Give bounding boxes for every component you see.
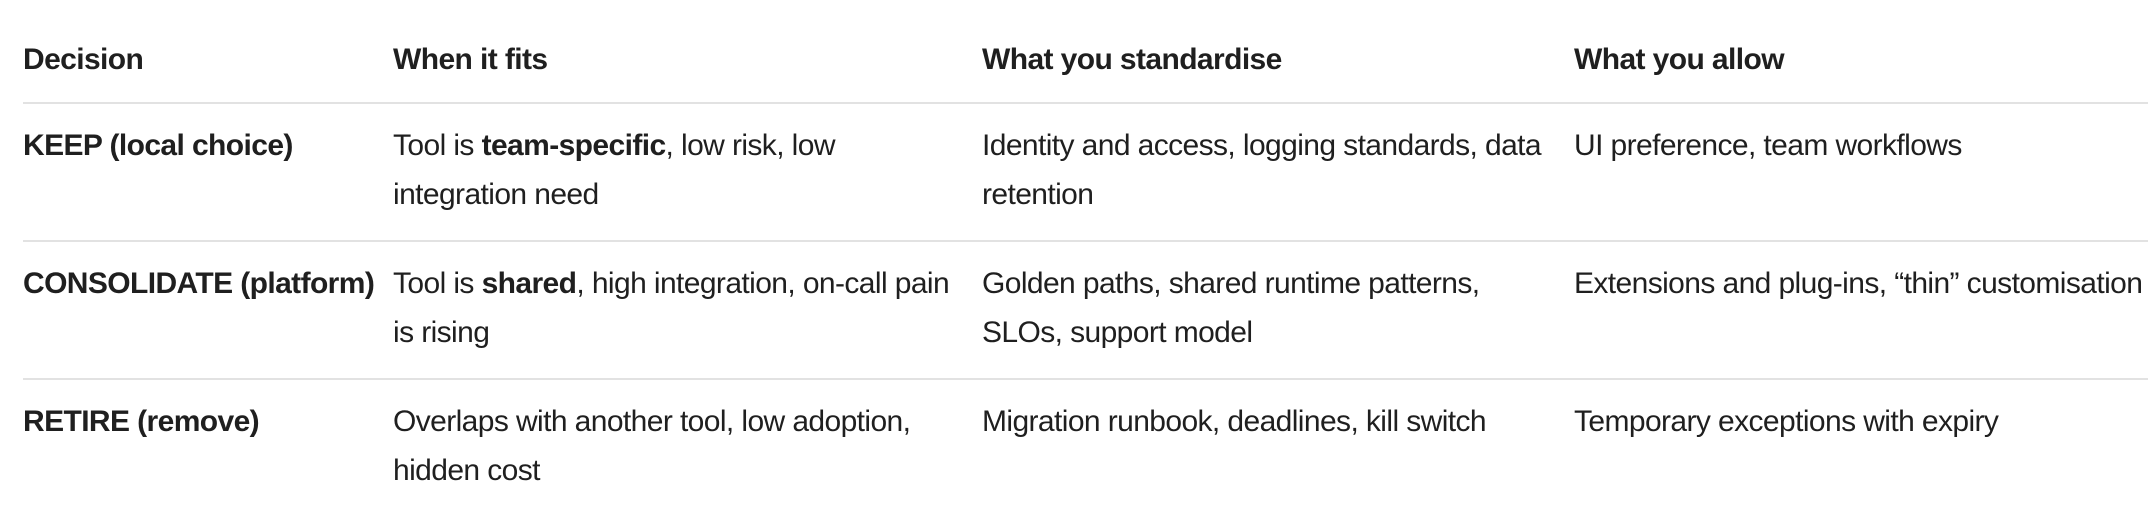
decision-cell: RETIRE (remove): [23, 380, 393, 516]
header-decision: Decision: [23, 43, 144, 76]
table-row-consolidate: CONSOLIDATE (platform) Tool is shared, h…: [23, 240, 2148, 378]
fit-text-bold: shared: [481, 267, 577, 300]
decision-label: KEEP (local choice): [23, 129, 293, 162]
fit-cell: Tool is team-specific, low risk, low int…: [393, 104, 982, 240]
table-row-retire: RETIRE (remove) Overlaps with another to…: [23, 378, 2148, 516]
allow-cell: Extensions and plug-ins, “thin” customis…: [1574, 242, 2148, 378]
allow-cell: Temporary exceptions with expiry: [1574, 380, 2148, 516]
decision-label: CONSOLIDATE (platform): [23, 267, 375, 300]
table-row-keep: KEEP (local choice) Tool is team-specifi…: [23, 102, 2148, 240]
standardise-line-1: Migration runbook, deadlines, kill switc…: [982, 405, 1487, 438]
table-header-row: Decision When it fits What you standardi…: [23, 0, 2148, 102]
fit-cell: Overlaps with another tool, low adoption…: [393, 380, 982, 516]
fit-line-1: Overlaps with another tool, low adoption…: [393, 397, 982, 446]
decision-cell: KEEP (local choice): [23, 104, 393, 240]
fit-text-post: , high integration, on-call pain: [576, 267, 950, 300]
fit-text-pre: Tool is: [393, 267, 482, 300]
fit-cell: Tool is shared, high integration, on-cal…: [393, 242, 982, 378]
fit-line-2: integration need: [393, 178, 599, 211]
standardise-cell: Golden paths, shared runtime patterns, S…: [982, 242, 1574, 378]
decision-cell: CONSOLIDATE (platform): [23, 242, 393, 378]
fit-text-post: , low risk, low: [665, 129, 836, 162]
fit-text-pre: Overlaps with another tool, low adoption…: [393, 405, 911, 438]
standardise-cell: Identity and access, logging standards, …: [982, 104, 1574, 240]
fit-text-bold: team-specific: [481, 129, 667, 162]
allow-cell: UI preference, team workflows: [1574, 104, 2148, 240]
decision-label: RETIRE (remove): [23, 405, 260, 438]
decision-table: Decision When it fits What you standardi…: [23, 0, 2148, 516]
allow-text: UI preference, team workflows: [1574, 129, 1962, 162]
standardise-line-2: SLOs, support model: [982, 316, 1253, 349]
fit-line-2: is rising: [393, 316, 490, 349]
header-what-you-allow: What you allow: [1574, 43, 1785, 76]
header-what-you-standardise: What you standardise: [982, 43, 1282, 76]
allow-text: Extensions and plug-ins, “thin” customis…: [1574, 267, 2143, 300]
fit-text-pre: Tool is: [393, 129, 482, 162]
fit-line-1: Tool is team-specific, low risk, low: [393, 121, 982, 170]
standardise-line-1: Golden paths, shared runtime patterns,: [982, 267, 1480, 300]
standardise-line-2: retention: [982, 178, 1094, 211]
header-when-it-fits: When it fits: [393, 43, 548, 76]
standardise-cell: Migration runbook, deadlines, kill switc…: [982, 380, 1574, 516]
standardise-line-1: Identity and access, logging standards, …: [982, 129, 1542, 162]
fit-line-1: Tool is shared, high integration, on-cal…: [393, 259, 982, 308]
allow-text: Temporary exceptions with expiry: [1574, 405, 1999, 438]
fit-line-2: hidden cost: [393, 454, 540, 487]
